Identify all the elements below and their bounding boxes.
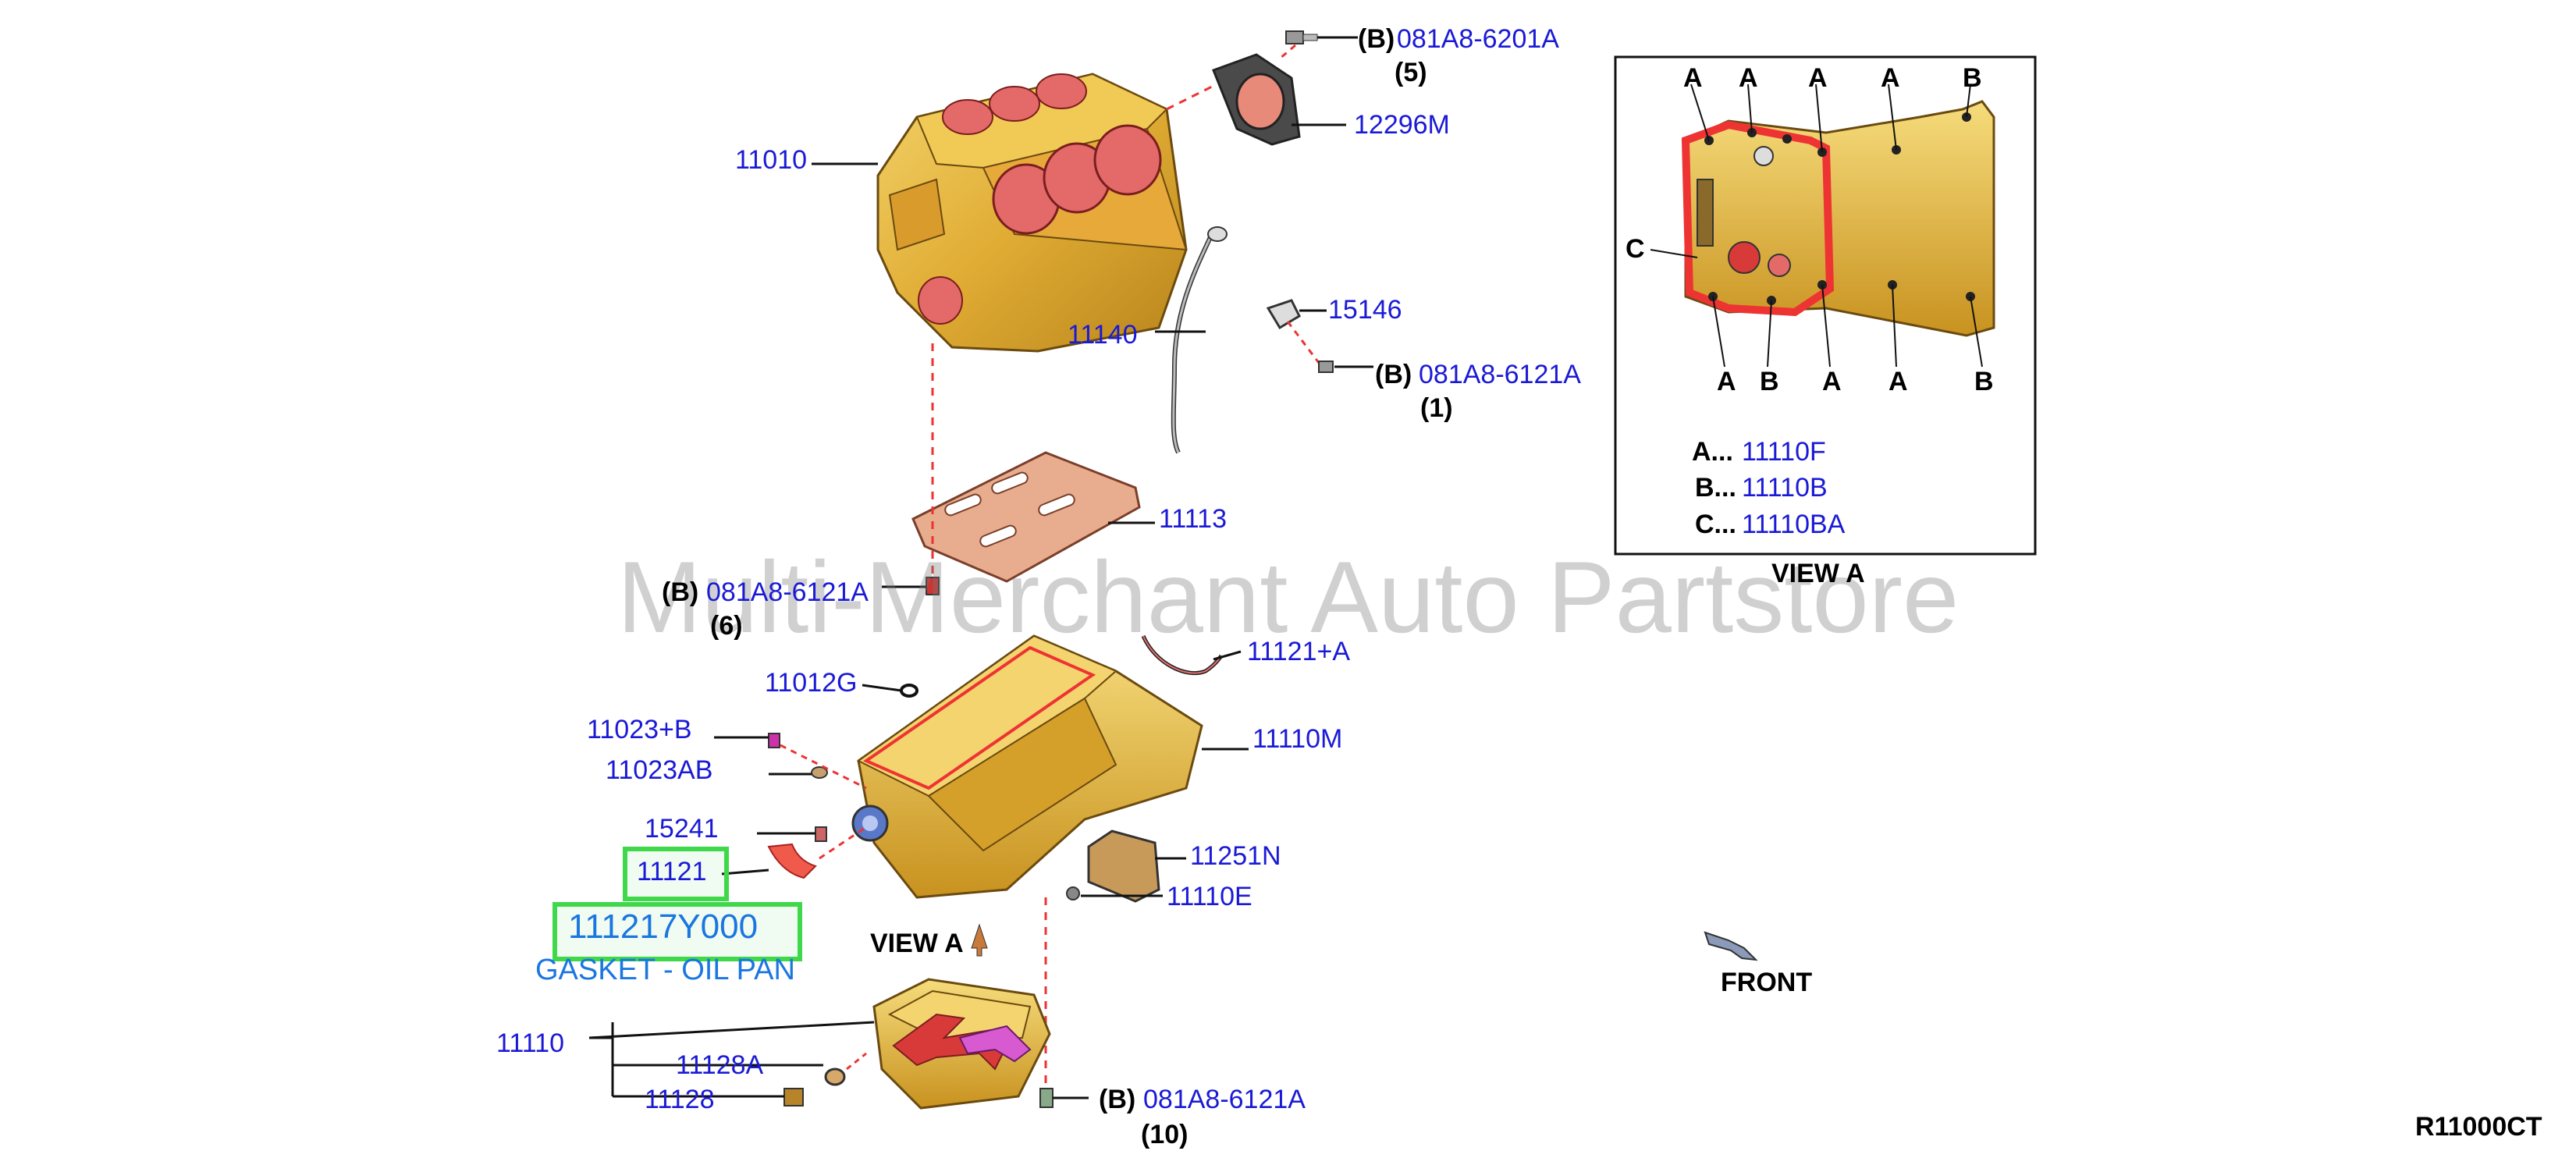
bolt-icon [1279,30,1358,60]
front-arrow-icon [1704,931,1758,961]
part-label-11010[interactable]: 11010 [735,145,808,175]
bolt-qty-10: (10) [1141,1120,1189,1149]
view-a-top-letter-1: A [1683,63,1703,93]
view-a-bottom-letter-5: B [1974,367,1994,396]
washer-icon [613,1052,867,1086]
view-a-bottom-letter-4: A [1888,367,1908,396]
part-label-15241[interactable]: 15241 [645,814,719,844]
legend-part-11110B[interactable]: 11110B [1742,473,1828,503]
bolt-prefix-6: (B) [662,577,699,607]
view-a-box [1614,55,2037,556]
lower-oil-pan-icon [588,978,1051,1110]
part-label-11110[interactable]: 11110 [496,1028,564,1058]
part-label-11251N[interactable]: 11251N [1190,841,1281,871]
highlight-box-part-number [553,902,802,961]
part-label-12296M[interactable]: 12296M [1354,110,1450,140]
legend-part-11110BA[interactable]: 11110BA [1742,510,1846,539]
view-a-top-letter-5: B [1963,63,1982,93]
part-label-11023AB[interactable]: 11023AB [606,755,713,785]
view-a-top-letter-4: A [1881,63,1900,93]
bolt-icon [882,577,940,595]
highlighted-part-number[interactable]: 111217Y000 [568,908,759,946]
view-a-caption: VIEW A [1771,559,1865,588]
engine-block-icon [876,73,1188,353]
highlight-box-11121 [623,847,729,901]
part-label-11128[interactable]: 11128 [645,1085,715,1114]
part-label-081A8-6121A-6[interactable]: 081A8-6121A [706,577,869,607]
view-a-top-letter-3: A [1808,63,1828,93]
oil-pan-gasket-icon [721,826,867,879]
part-label-15146[interactable]: 15146 [1328,295,1402,325]
part-label-081A8-6121A-1[interactable]: 081A8-6121A [1419,360,1581,389]
bolt-qty-5: (5) [1395,58,1427,87]
view-arrow-icon [971,923,988,957]
view-a-bottom-letter-3: A [1822,367,1842,396]
highlighted-part-name: GASKET - OIL PAN [535,954,795,986]
bolt-icon [1039,1088,1089,1108]
legend-key-a: A... [1692,437,1733,467]
dipstick-icon [1155,226,1373,454]
view-a-bottom-letter-2: B [1760,367,1779,396]
bolt-prefix-5: (B) [1358,24,1395,54]
gasket-strip-icon [1141,634,1242,676]
part-label-081A8-6121A-10[interactable]: 081A8-6121A [1143,1085,1306,1114]
upper-oil-pan-icon [851,634,1249,899]
o-ring-icon [862,684,918,698]
bolt-qty-6: (6) [710,611,743,641]
part-label-11012G[interactable]: 11012G [765,668,858,698]
drain-bolt-icon [613,1088,804,1106]
part-label-081A8-6201A[interactable]: 081A8-6201A [1397,24,1559,54]
bolt-prefix-1: (B) [1375,360,1412,389]
part-label-11110M[interactable]: 11110M [1252,724,1343,754]
diagram-code: R11000CT [2415,1112,2542,1142]
view-a-top-letter-2: A [1739,63,1758,93]
drain-plug-icon [714,733,867,842]
part-label-11128A[interactable]: 11128A [676,1050,764,1080]
view-a-bottom-letter-1: A [1717,367,1736,396]
part-label-11113[interactable]: 11113 [1159,504,1227,534]
view-a-inline-label: VIEW A [870,929,964,958]
view-a-side-letter: C [1626,234,1645,264]
bolt-qty-1: (1) [1420,393,1453,423]
cover-plate-icon [1066,829,1186,903]
part-label-11110E[interactable]: 11110E [1167,882,1252,911]
front-label: FRONT [1721,968,1813,997]
bolt-prefix-10: (B) [1099,1085,1136,1114]
legend-key-b: B... [1695,473,1736,503]
legend-part-11110F[interactable]: 11110F [1742,437,1826,467]
part-label-11140[interactable]: 11140 [1068,320,1138,350]
part-label-11121-A[interactable]: 11121+A [1247,637,1351,666]
baffle-plate-icon [911,451,1155,583]
rear-oil-seal-icon [1166,53,1301,146]
legend-key-c: C... [1695,510,1736,539]
part-label-11121[interactable]: 11121 [637,857,707,886]
part-label-11023-B[interactable]: 11023+B [587,715,692,744]
